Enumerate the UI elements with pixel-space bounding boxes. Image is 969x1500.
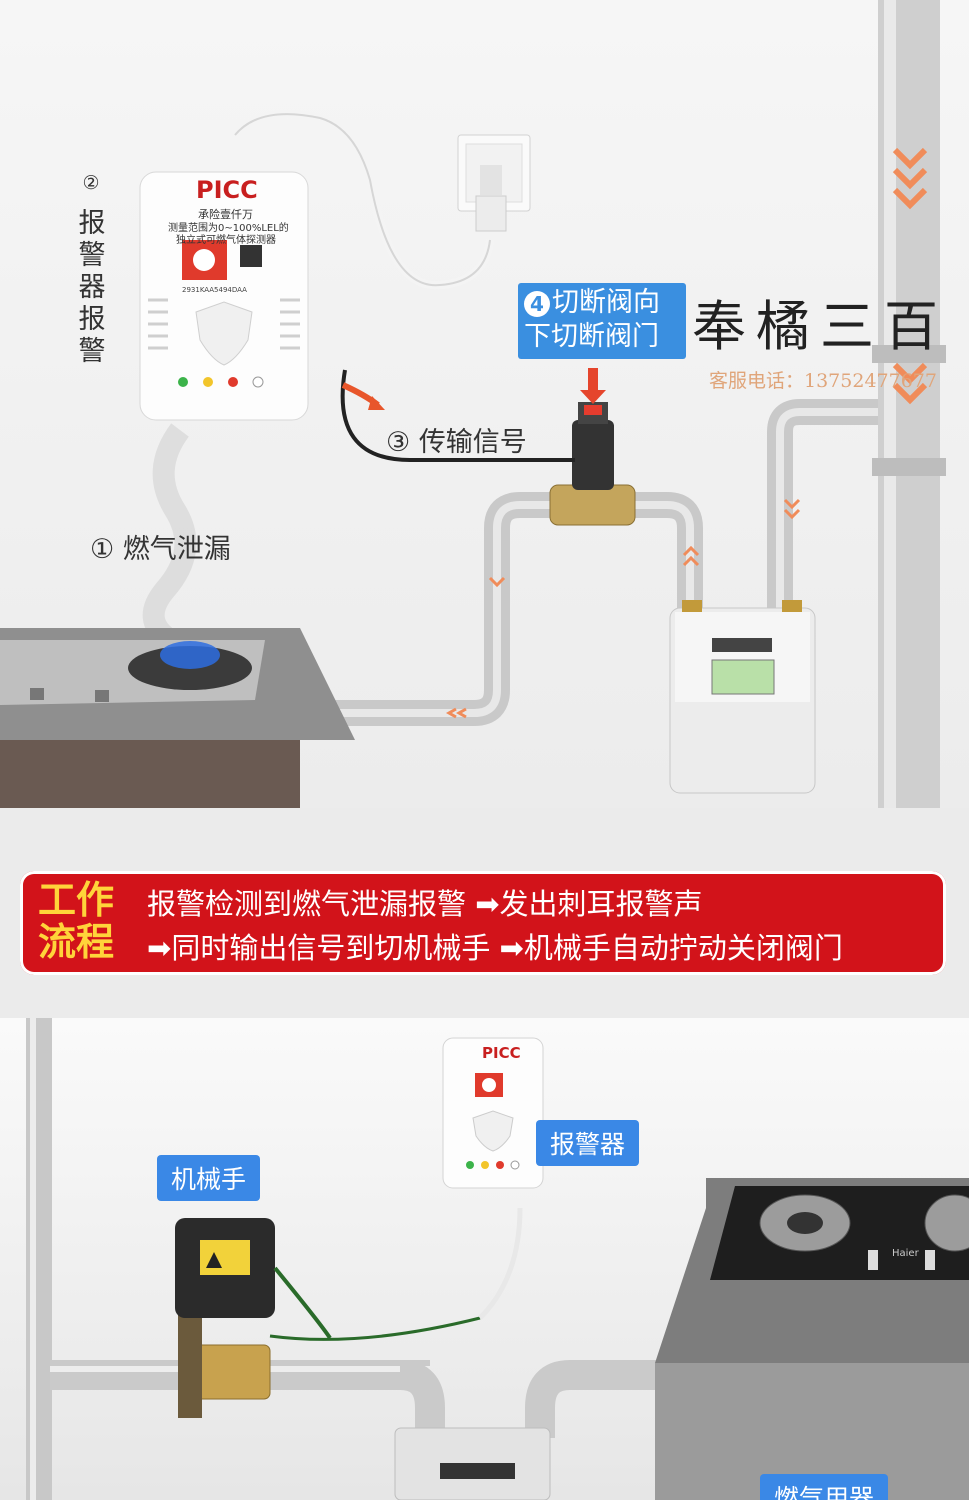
workflow-line-2: ➡同时输出信号到切机械手 ➡机械手自动拧动关闭阀门 bbox=[147, 925, 843, 967]
bottom-illustration bbox=[26, 1018, 969, 1500]
detector-shield-icon bbox=[472, 1110, 514, 1152]
step1-text: 燃气泄漏 bbox=[122, 534, 231, 565]
detector-shield-icon bbox=[195, 301, 253, 366]
warning-icon bbox=[206, 1252, 222, 1268]
step3-label: ③ 传输信号 bbox=[386, 420, 527, 459]
gas-detector bbox=[139, 171, 309, 421]
arrow-right-icon: ➡ bbox=[475, 887, 500, 921]
workflow-title: 工作流程 bbox=[38, 878, 115, 964]
step2-label: 报警器报警 bbox=[78, 208, 106, 367]
detector-brand-small: PICC bbox=[482, 1044, 521, 1062]
signal-cable bbox=[340, 369, 575, 462]
solenoid-valve-body bbox=[549, 484, 636, 526]
step1-label: ① 燃气泄漏 bbox=[90, 527, 231, 566]
detector-text-1: 承险壹仟万 bbox=[198, 208, 253, 221]
step3-number: ③ bbox=[386, 427, 411, 458]
flow-chevrons-main bbox=[892, 147, 928, 405]
watermark-text: 奉橘三百 bbox=[692, 295, 948, 358]
arrow-right-icon: ➡ bbox=[147, 931, 172, 965]
step3-text: 传输信号 bbox=[418, 427, 527, 458]
branch-pipe-meter-in bbox=[767, 399, 878, 610]
stove-brand: Haier bbox=[892, 1248, 919, 1259]
label-gas-appliance: 燃气用器 bbox=[760, 1474, 889, 1500]
workflow-step-close: 机械手自动拧动关闭阀门 bbox=[523, 931, 843, 965]
detector-code: 2931KAA5494DAA bbox=[182, 286, 247, 294]
label-alarm: 报警器 bbox=[536, 1120, 640, 1166]
step4-line2: 下切断阀门 bbox=[524, 321, 659, 352]
step2-number: ② bbox=[82, 172, 100, 194]
detector-text-2: 测量范围为0~100%LEL的 bbox=[168, 223, 289, 234]
step4-number: 4 bbox=[524, 291, 550, 317]
installation-diagram-bottom: PICC Haier 机械手 报警器 燃气用器 bbox=[0, 1018, 969, 1500]
vertical-pipe bbox=[26, 1018, 52, 1500]
workflow-banner-section: 工作流程 报警检测到燃气泄漏报警 ➡发出刺耳报警声 ➡同时输出信号到切机械手 ➡… bbox=[0, 808, 969, 1018]
signal-arrow-icon bbox=[368, 396, 385, 410]
workflow-line-1: 报警检测到燃气泄漏报警 ➡发出刺耳报警声 bbox=[147, 881, 703, 923]
solenoid-valve-coil bbox=[572, 420, 614, 490]
step4-line1: 切断阀向 bbox=[552, 287, 660, 318]
workflow-step-sound: 发出刺耳报警声 bbox=[499, 887, 703, 921]
workflow-step-signal: 同时输出信号到切机械手 bbox=[171, 931, 491, 965]
detector-text-3: 独立式可燃气体探测器 bbox=[176, 235, 276, 246]
label-manipulator: 机械手 bbox=[157, 1155, 261, 1201]
step1-number: ① bbox=[90, 534, 115, 565]
installation-diagram-top: PICC 承险壹仟万 测量范围为0~100%LEL的 独立式可燃气体探测器 29… bbox=[0, 0, 969, 808]
workflow-banner: 工作流程 报警检测到燃气泄漏报警 ➡发出刺耳报警声 ➡同时输出信号到切机械手 ➡… bbox=[20, 871, 946, 975]
arrow-right-icon: ➡ bbox=[499, 931, 524, 965]
detector-brand: PICC bbox=[196, 176, 258, 204]
valve-down-arrow-icon bbox=[580, 390, 606, 404]
top-illustration bbox=[0, 0, 946, 808]
workflow-step-alarm: 报警检测到燃气泄漏报警 bbox=[147, 887, 467, 921]
service-phone: 客服电话：13752477677 bbox=[709, 370, 937, 392]
